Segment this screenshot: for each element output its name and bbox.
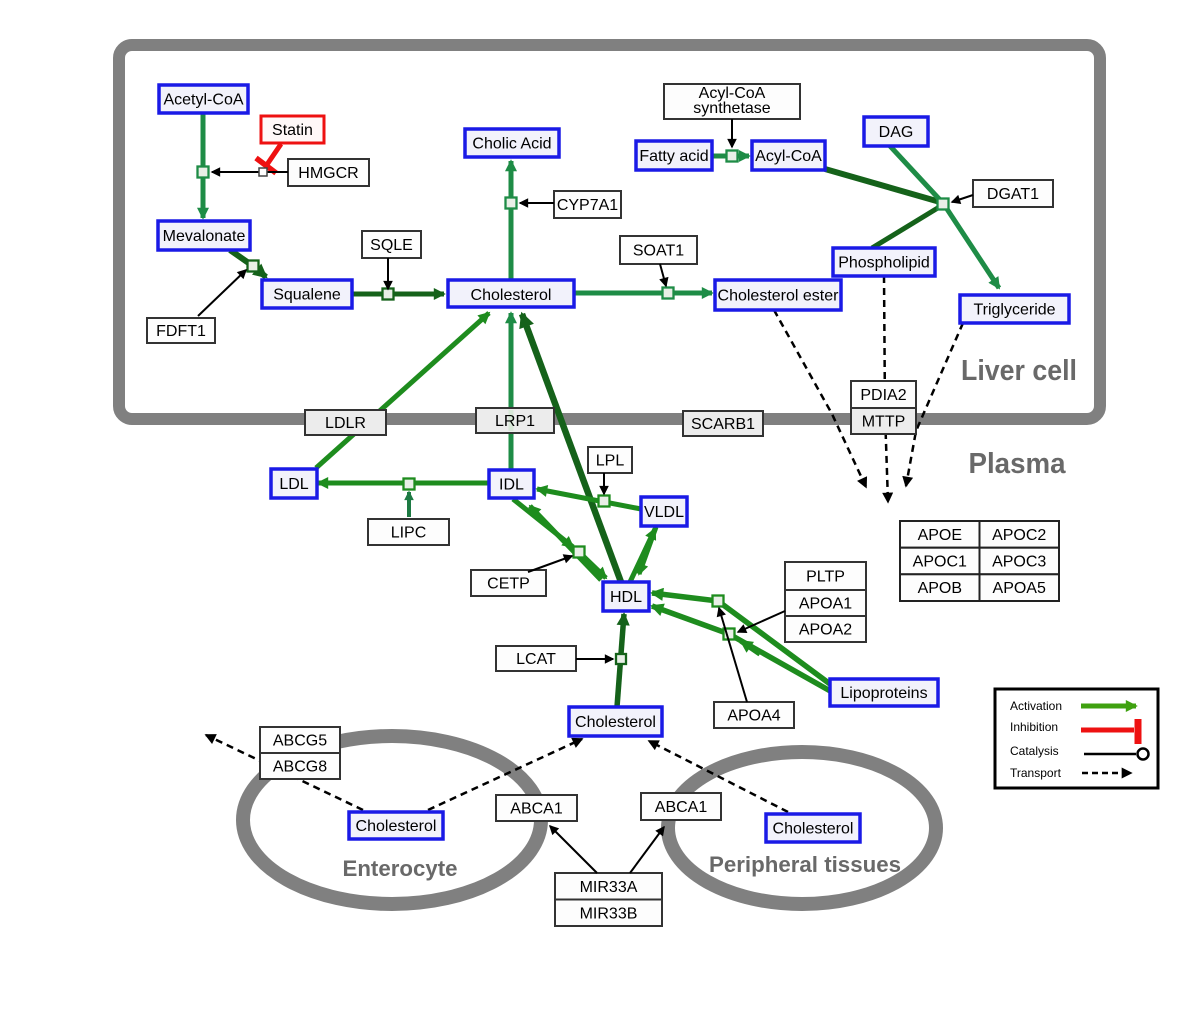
- svg-text:Cholesterol: Cholesterol: [575, 714, 656, 731]
- svg-text:Lipoproteins: Lipoproteins: [840, 685, 927, 702]
- svg-text:LDLR: LDLR: [325, 415, 366, 432]
- svg-text:APOA5: APOA5: [993, 580, 1046, 597]
- svg-text:Cholesterol: Cholesterol: [773, 821, 854, 838]
- svg-text:LPL: LPL: [596, 453, 625, 470]
- svg-text:APOB: APOB: [918, 580, 962, 597]
- svg-text:Inhibition: Inhibition: [1010, 720, 1058, 734]
- svg-text:FDFT1: FDFT1: [156, 323, 206, 340]
- svg-text:ABCA1: ABCA1: [655, 799, 708, 816]
- svg-text:Plasma: Plasma: [969, 448, 1067, 480]
- svg-text:APOC1: APOC1: [913, 554, 967, 571]
- svg-text:LDL: LDL: [279, 476, 308, 493]
- svg-text:Catalysis: Catalysis: [1010, 744, 1059, 758]
- svg-text:IDL: IDL: [499, 477, 524, 494]
- svg-text:Statin: Statin: [272, 122, 313, 139]
- svg-text:APOA1: APOA1: [799, 596, 852, 613]
- svg-text:Cholesterol: Cholesterol: [356, 818, 437, 835]
- svg-text:HDL: HDL: [610, 589, 642, 606]
- svg-text:CYP7A1: CYP7A1: [557, 197, 618, 214]
- svg-text:Phospholipid: Phospholipid: [838, 255, 930, 272]
- svg-text:Activation: Activation: [1010, 699, 1062, 713]
- svg-text:Squalene: Squalene: [273, 287, 341, 304]
- svg-text:MIR33B: MIR33B: [580, 905, 638, 922]
- svg-text:LIPC: LIPC: [391, 525, 427, 542]
- svg-text:PLTP: PLTP: [806, 569, 845, 586]
- svg-text:Acetyl-CoA: Acetyl-CoA: [163, 92, 243, 109]
- svg-text:Liver cell: Liver cell: [961, 355, 1077, 387]
- svg-text:Mevalonate: Mevalonate: [163, 228, 246, 245]
- svg-text:SQLE: SQLE: [370, 237, 413, 254]
- svg-text:APOA4: APOA4: [727, 708, 780, 725]
- svg-text:SOAT1: SOAT1: [633, 243, 684, 260]
- svg-text:ABCA1: ABCA1: [510, 801, 563, 818]
- svg-text:MTTP: MTTP: [862, 414, 906, 431]
- svg-text:VLDL: VLDL: [644, 504, 684, 521]
- svg-text:Fatty acid: Fatty acid: [639, 148, 708, 165]
- svg-text:Cholesterol: Cholesterol: [471, 287, 552, 304]
- svg-text:Peripheral tissues: Peripheral tissues: [709, 852, 901, 877]
- svg-text:Cholesterol ester: Cholesterol ester: [718, 288, 840, 305]
- svg-text:DGAT1: DGAT1: [987, 186, 1039, 203]
- svg-text:synthetase: synthetase: [693, 100, 770, 117]
- svg-text:LRP1: LRP1: [495, 413, 535, 430]
- svg-text:ABCG8: ABCG8: [273, 759, 327, 776]
- svg-text:Acyl-CoA: Acyl-CoA: [755, 148, 822, 165]
- svg-text:ABCG5: ABCG5: [273, 733, 327, 750]
- svg-text:SCARB1: SCARB1: [691, 416, 755, 433]
- svg-text:PDIA2: PDIA2: [860, 387, 906, 404]
- svg-text:APOC3: APOC3: [992, 554, 1046, 571]
- svg-text:MIR33A: MIR33A: [580, 879, 638, 896]
- svg-text:APOA2: APOA2: [799, 622, 852, 639]
- svg-text:LCAT: LCAT: [516, 651, 556, 668]
- svg-text:APOE: APOE: [918, 527, 962, 544]
- svg-text:Enterocyte: Enterocyte: [343, 856, 458, 881]
- svg-text:Triglyceride: Triglyceride: [973, 302, 1055, 319]
- svg-text:HMGCR: HMGCR: [298, 165, 358, 182]
- svg-text:DAG: DAG: [879, 124, 914, 141]
- svg-text:Transport: Transport: [1010, 766, 1062, 780]
- svg-text:Acyl-CoA: Acyl-CoA: [699, 85, 766, 102]
- svg-text:CETP: CETP: [487, 576, 530, 593]
- svg-text:Cholic Acid: Cholic Acid: [472, 136, 551, 153]
- svg-text:APOC2: APOC2: [992, 527, 1046, 544]
